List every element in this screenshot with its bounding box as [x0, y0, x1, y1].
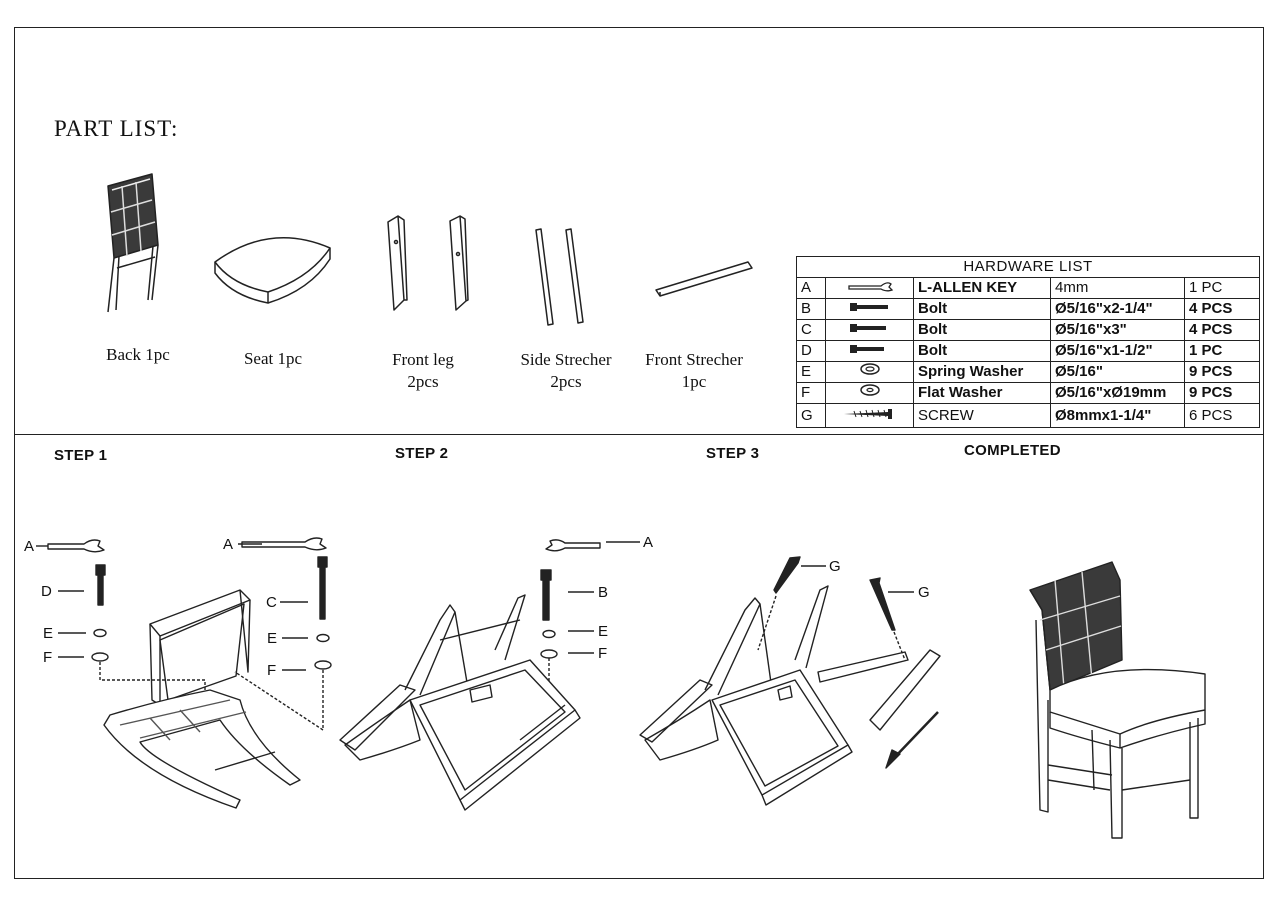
callout-c: C	[266, 594, 277, 611]
step-2-hardware	[534, 539, 640, 741]
part-label-seat: Seat 1pc	[243, 349, 303, 368]
callout-b: B	[598, 584, 609, 601]
step-1-chair-drawing	[103, 589, 301, 809]
callout-a: A	[223, 536, 234, 553]
completed-chair-drawing	[1029, 561, 1206, 839]
callout-a: A	[24, 538, 35, 555]
step-3-hardware	[757, 556, 914, 661]
diagram-frame	[14, 27, 1264, 879]
part-list-title: PART LIST:	[54, 116, 179, 141]
section-divider	[14, 434, 1264, 435]
chair-back-drawing	[107, 173, 159, 313]
table-row: A L-ALLEN KEY 4mm 1 PC	[796, 277, 1260, 299]
callout-e: E	[43, 625, 54, 642]
screw-icon	[825, 403, 914, 428]
hardware-list-table: HARDWARE LIST A L-ALLEN KEY 4mm 1 PC B B…	[796, 256, 1260, 428]
part-label-back: Back 1pc	[106, 345, 170, 364]
callout-e: E	[267, 630, 278, 647]
callout-f: F	[43, 649, 53, 666]
step-2-label: STEP 2	[395, 445, 449, 462]
step-1-label: STEP 1	[54, 447, 108, 464]
table-row: C Bolt Ø5/16"x3" 4 PCS	[796, 319, 1260, 341]
table-row: D Bolt Ø5/16"x1-1/2" 1 PC	[796, 340, 1260, 362]
callout-d: D	[41, 583, 52, 600]
callout-f: F	[267, 662, 277, 679]
front-legs-drawing	[387, 215, 469, 311]
side-strechers-drawing	[535, 228, 584, 326]
step-3-chair-drawing	[639, 585, 941, 806]
callout-f: F	[598, 645, 608, 662]
step-3-label: STEP 3	[706, 445, 760, 462]
seat-drawing	[214, 237, 331, 304]
table-row: E Spring Washer Ø5/16" 9 PCS	[796, 361, 1260, 383]
front-strecher-drawing	[655, 261, 753, 297]
step-2-chair-drawing	[339, 594, 581, 811]
callout-g: G	[829, 558, 841, 575]
completed-label: COMPLETED	[964, 442, 1061, 459]
callout-e: E	[598, 623, 609, 640]
callout-a: A	[643, 534, 654, 551]
table-row: F Flat Washer Ø5/16"xØ19mm 9 PCS	[796, 382, 1260, 404]
callout-g: G	[918, 584, 930, 601]
table-row: G SCREW Ø8mmx1-1/4" 6 PCS	[796, 403, 1260, 428]
